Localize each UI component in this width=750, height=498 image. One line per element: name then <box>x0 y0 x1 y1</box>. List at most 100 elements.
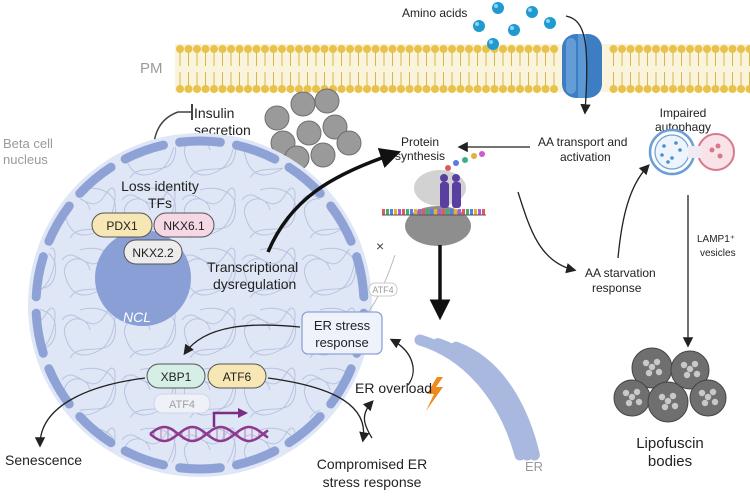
lipid-head <box>745 85 750 93</box>
lipid-head <box>609 45 618 53</box>
lysosome-dot <box>715 143 721 149</box>
amino-acid-bead <box>445 165 451 171</box>
insulin-label-1: Insulin <box>194 105 234 121</box>
mrna-base <box>430 209 433 215</box>
lipid-head <box>235 85 244 93</box>
lipid-head <box>720 45 728 53</box>
lipid-head <box>227 45 235 53</box>
tf-atf6 <box>207 363 267 389</box>
amino-acid-highlight <box>489 40 493 44</box>
lipofuscin-granule <box>653 358 661 366</box>
lipid-head <box>184 85 193 93</box>
er-stress-label-1: ER stress <box>314 318 371 333</box>
lipofuscin-granule <box>669 392 677 400</box>
amino-acid-dot <box>473 20 485 32</box>
er-stress-label-2: response <box>315 335 368 350</box>
lipid-head <box>218 85 227 93</box>
mrna-base <box>470 209 473 215</box>
lipid-head <box>405 85 414 93</box>
insulin-granule <box>322 114 348 140</box>
nuclear-envelope-segment <box>44 364 74 409</box>
lipid-head <box>643 45 652 53</box>
lipid-head <box>456 85 465 93</box>
mrna-base <box>458 209 461 215</box>
lipid-head <box>312 85 320 93</box>
lipid-head <box>439 85 448 93</box>
amino-acid-highlight <box>494 4 498 8</box>
mrna-base <box>474 209 477 215</box>
tf-nkx22-label: NKX2.2 <box>132 246 174 260</box>
arrow-to-autophagy <box>617 164 650 259</box>
lipid-head <box>686 45 694 53</box>
lipid-head <box>278 85 286 93</box>
lipid-head <box>431 45 439 53</box>
arrow-to-compromised <box>267 377 370 443</box>
nuclear-envelope-segment <box>326 364 356 409</box>
lipid-head <box>176 85 184 93</box>
lipid-head <box>218 45 227 53</box>
amino-acid-bead <box>462 157 468 163</box>
lipid-head <box>737 85 745 93</box>
mrna-base <box>442 209 445 215</box>
lipid-head <box>303 85 312 93</box>
lipofuscin-granule <box>711 398 719 406</box>
amino-acid-highlight <box>546 19 550 23</box>
lipid-head <box>354 85 363 93</box>
mrna-base <box>390 209 393 215</box>
autophagosome-lysosome <box>648 128 735 176</box>
lipid-head <box>388 45 397 53</box>
lipid-head <box>516 45 524 53</box>
arrow-aa-into-cell <box>565 15 591 115</box>
lipid-head <box>456 45 465 53</box>
lipid-head <box>252 85 261 93</box>
amino-acid-highlight <box>528 8 532 12</box>
lipid-head <box>397 45 405 53</box>
lipid-head <box>507 85 516 93</box>
nuclear-envelope-segment <box>120 140 168 164</box>
lipid-head <box>337 85 346 93</box>
aa-transporter-channel <box>562 34 602 98</box>
amino-acids-group <box>473 2 556 50</box>
mrna-base <box>394 209 397 215</box>
cargo-dot <box>670 156 674 160</box>
lipid-head <box>354 45 363 53</box>
mrna-base <box>478 209 481 215</box>
lipofuscin-granule <box>648 363 656 371</box>
lipid-head <box>286 45 295 53</box>
lipofuscin-granule <box>655 368 663 376</box>
lipid-head <box>482 85 490 93</box>
pm-label: PM <box>140 60 163 77</box>
nuclear-envelope-segment <box>284 162 325 198</box>
lipid-head <box>660 85 669 93</box>
lipofuscin-granule <box>698 389 706 397</box>
lipid-head <box>244 45 252 53</box>
amino-acid-highlight <box>475 22 479 26</box>
lipid-head <box>414 45 422 53</box>
lipid-head <box>499 45 507 53</box>
lipid-head <box>703 45 711 53</box>
lipid-head <box>210 85 218 93</box>
amino-acid-dot <box>526 6 538 18</box>
lipid-head <box>635 85 643 93</box>
mrna-base <box>402 209 405 215</box>
nuclear-envelope-segment <box>284 412 325 448</box>
atf4-pill-top <box>368 282 398 297</box>
aa-starvation-label-1: AA starvation <box>585 266 656 280</box>
er-stress-response-box <box>301 311 383 355</box>
lipid-head <box>201 85 210 93</box>
amino-acid-bead <box>453 160 459 166</box>
arrow-to-xbp1 <box>183 324 301 356</box>
lipid-head <box>346 85 354 93</box>
aa-transport-label-1: AA transport and <box>538 135 627 149</box>
tf-atf6-label: ATF6 <box>223 370 252 384</box>
tf-nkx22 <box>123 239 183 265</box>
lipofuscin-granule <box>642 359 650 367</box>
insulin-granule <box>296 120 322 146</box>
nuclear-envelope-segment <box>120 446 168 470</box>
insulin-granule <box>310 142 336 168</box>
lipid-head <box>737 45 745 53</box>
lipid-head <box>669 45 677 53</box>
lipid-head <box>210 45 218 53</box>
lipid-head <box>303 45 312 53</box>
amino-acid-highlight <box>510 26 514 30</box>
